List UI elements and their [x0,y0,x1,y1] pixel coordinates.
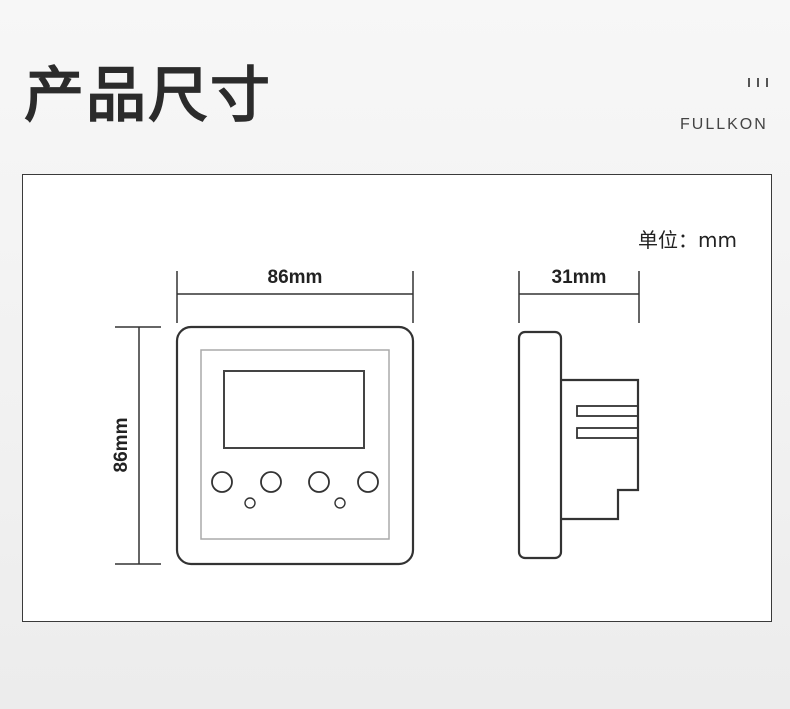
display-screen [223,370,365,449]
front-height-label: 86mm [111,418,132,473]
front-width-label: 86mm [268,267,323,288]
unit-label: 单位：mm [638,228,737,252]
front-inner-panel [200,349,390,540]
dimension-drawing: 86mm 86mm 31mm [111,267,640,566]
brand-name: FULLKON [680,116,768,133]
button-4 [357,471,379,493]
button-1 [211,471,233,493]
button-2 [260,471,282,493]
bars-icon [748,78,774,88]
dimension-panel: 单位：mm [22,174,772,622]
indicator-2 [334,497,346,509]
side-faceplate [517,330,563,560]
side-depth-label: 31mm [552,267,607,288]
side-slot-1 [576,405,639,417]
front-frame [175,325,415,566]
indicator-1 [244,497,256,509]
button-3 [308,471,330,493]
side-backbox [561,378,640,521]
page-title: 产品尺寸 [24,61,272,131]
side-slot-2 [576,427,639,439]
front-view [175,325,415,566]
side-view [517,330,640,560]
